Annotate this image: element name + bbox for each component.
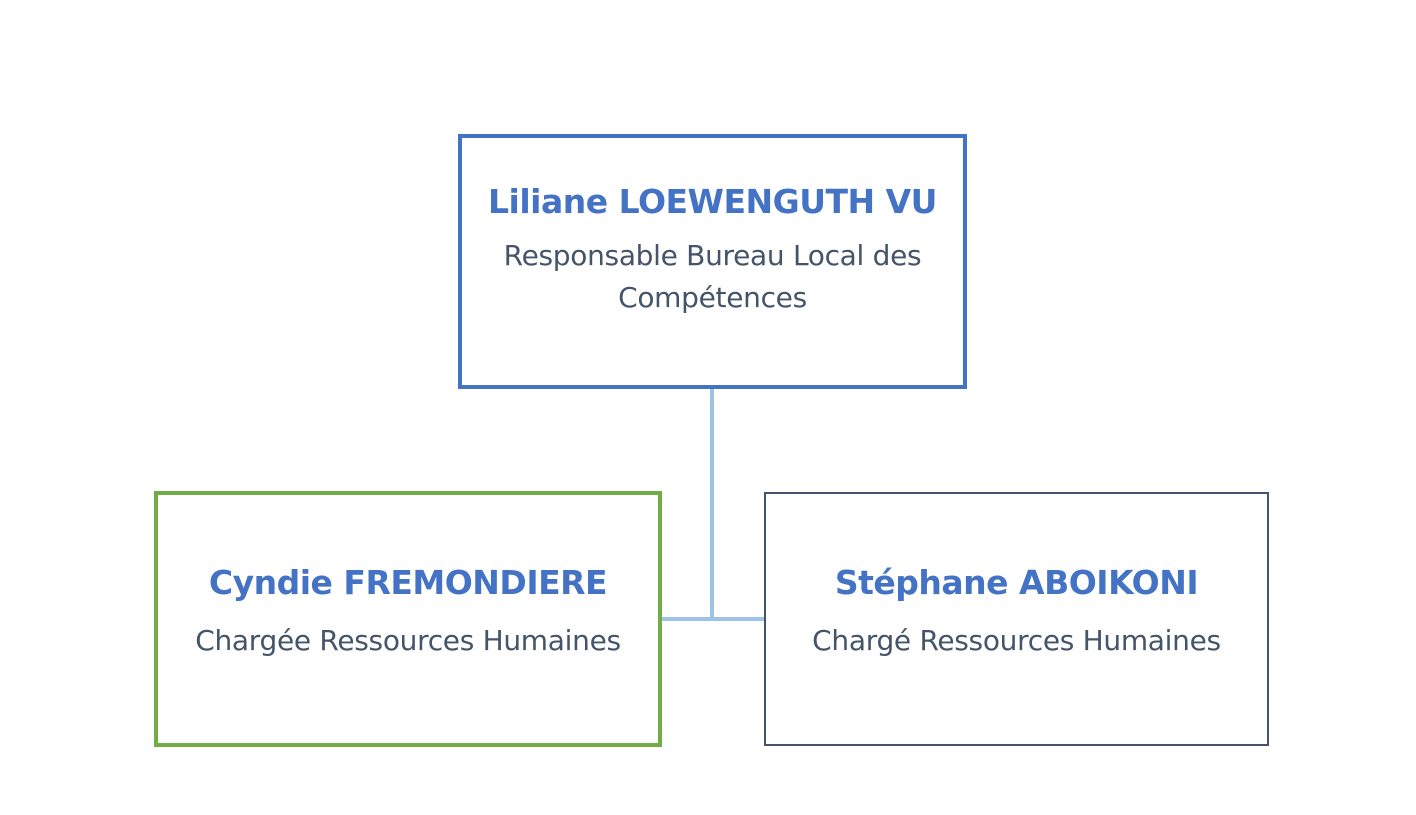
node-role: Chargé Ressources Humaines xyxy=(812,623,1221,657)
node-name: Stéphane ABOIKONI xyxy=(834,562,1199,602)
node-name: Cyndie FREMONDIERE xyxy=(208,562,608,602)
node-role: Responsable Bureau Local des Compétences xyxy=(504,235,922,319)
node-role-line: Responsable Bureau Local des xyxy=(503,239,922,272)
org-node-report-right: Stéphane ABOIKONI Chargé Ressources Huma… xyxy=(764,492,1269,746)
node-role: Chargée Ressources Humaines xyxy=(195,623,621,657)
node-name: Liliane LOEWENGUTH VU xyxy=(488,182,937,221)
org-node-manager: Liliane LOEWENGUTH VU Responsable Bureau… xyxy=(458,134,967,389)
node-role-line: Compétences xyxy=(618,281,807,314)
org-node-report-left: Cyndie FREMONDIERE Chargée Ressources Hu… xyxy=(154,491,662,747)
